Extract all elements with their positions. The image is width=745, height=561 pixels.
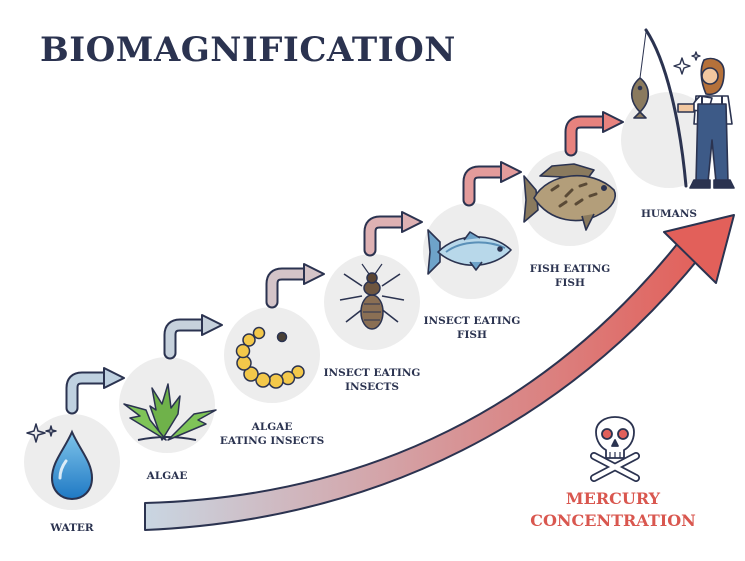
- big-fish-icon: [523, 163, 616, 231]
- algae-icon: [123, 383, 217, 441]
- step-arrow-3: [265, 263, 325, 309]
- mercury-concentration-label: MERCURY CONCENTRATION: [530, 489, 696, 530]
- sparkle-icon: [26, 423, 57, 443]
- larva-icon: [235, 326, 305, 389]
- label-water: WATER: [50, 522, 94, 534]
- label-insect-eating-insects: INSECT EATING INSECTS: [323, 367, 421, 393]
- insect-icon: [339, 263, 405, 330]
- step-arrows: [65, 111, 624, 415]
- fisherman-icon: [630, 28, 735, 189]
- water-drop-icon: [50, 429, 94, 501]
- step-arrow-5: [462, 161, 522, 207]
- small-fish-icon: [427, 229, 512, 275]
- label-insect-eating-fish: INSECT EATING FISH: [423, 315, 521, 341]
- label-algae: ALGAE: [146, 470, 188, 482]
- label-fish-eating-fish: FISH EATING FISH: [529, 263, 611, 289]
- step-arrow-2: [163, 314, 223, 360]
- skull-crossbones-icon: [590, 416, 640, 482]
- mercury-trend-arrow: [144, 214, 735, 531]
- step-arrow-4: [363, 211, 423, 257]
- step-arrow-6: [564, 111, 624, 157]
- step-arrow-1: [65, 367, 125, 415]
- label-algae-eating-insects: ALGAE EATING INSECTS: [219, 421, 325, 447]
- page-title: BIOMAGNIFICATION: [40, 30, 456, 70]
- sparkle-icon-humans: [673, 51, 701, 75]
- label-humans: HUMANS: [640, 208, 698, 220]
